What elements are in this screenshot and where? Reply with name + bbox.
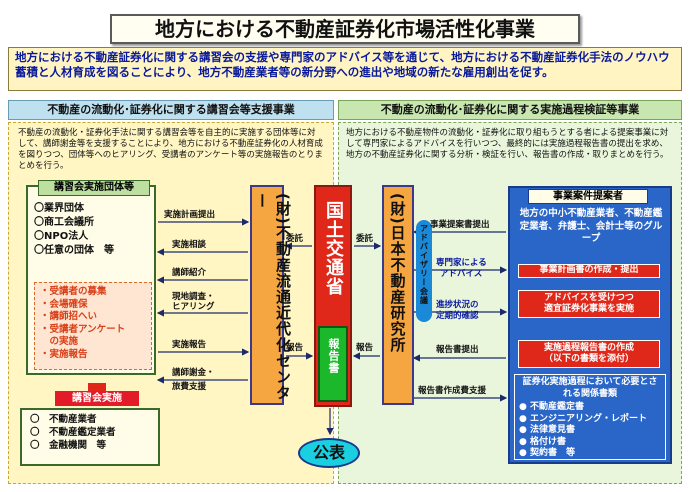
- report-document-label: 報告書: [327, 338, 340, 374]
- proposer-description: 地方の中小不動産業者、不動産鑑定業者、弁護士、会計士等のグループ: [519, 208, 663, 244]
- flow-label-plan: 実施計画提出: [164, 210, 216, 220]
- japan-real-estate-institute: (財)日本不動産研究所: [382, 185, 414, 405]
- flow-label-report-submit: 報告書提出: [436, 345, 479, 355]
- organization-list: 〇業界団体 〇商工会議所 〇NPO法人 〇任意の団体 等: [34, 202, 152, 258]
- org-item: 〇任意の団体 等: [34, 245, 114, 256]
- real-estate-distribution-center: (財)不動産流通近代化センター: [250, 185, 292, 405]
- training-organizations-title: 講習会実施団体等: [38, 180, 150, 196]
- flow-label-report: 実施報告: [172, 340, 207, 350]
- documents-title: 証券化実施過程において必要とされる関係書類: [522, 377, 658, 399]
- participant-item: 〇 金融機関 等: [30, 440, 107, 451]
- task-item: ・受講者アンケート: [40, 323, 126, 335]
- document-item: ● 法律意見書: [519, 425, 575, 435]
- advisory-council-label: アドバイザリー会議: [419, 224, 429, 305]
- step-implement-line1: アドバイスを受けつつ: [544, 293, 634, 303]
- step-plan-submit: 事業計画書の作成・提出: [518, 264, 660, 278]
- flow-label-check: 定期的確認: [436, 311, 479, 321]
- task-item: ・受講者の募集: [40, 286, 107, 297]
- required-documents-box: 証券化実施過程において必要とされる関係書類 ● 不動産鑑定書 ● エンジニアリン…: [514, 374, 666, 460]
- org-item: 〇業界団体: [34, 203, 84, 214]
- flow-label-hearing: ヒアリング: [172, 302, 215, 312]
- report-left-label: 報告: [286, 343, 304, 353]
- task-item: の実施: [40, 336, 79, 347]
- flow-label-proposal: 事業提案書提出: [430, 220, 490, 230]
- org-item: 〇商工会議所: [34, 217, 94, 228]
- left-description: 不動産の流動化・証券化手法に関する講習会等を自主的に実施する団体等に対して、講師…: [18, 128, 323, 171]
- flow-label-fee: 講師謝金・: [172, 368, 215, 378]
- flow-label-advice: アドバイス: [440, 269, 483, 279]
- advisory-council-box: アドバイザリー会議: [416, 220, 432, 322]
- organization-tasks-box: ・受講者の募集 ・会場確保 ・講師招へい ・受講者アンケート の実施 ・実施報告: [34, 282, 152, 370]
- flow-label-consult: 実施相談: [172, 240, 207, 250]
- institute-label: (財)日本不動産研究所: [388, 193, 407, 353]
- right-section-heading: 不動産の流動化･証券化に関する実施過程検証等事業: [338, 100, 682, 120]
- publication-oval: 公表: [298, 438, 360, 468]
- task-item: ・実施報告: [40, 348, 88, 360]
- step-report: 実施過程報告書の作成 （以下の書類を添付）: [518, 340, 660, 368]
- step-implement: アドバイスを受けつつ 適宜証券化事業を実施: [518, 290, 660, 318]
- page-title: 地方における不動産証券化市場活性化事業: [110, 14, 580, 44]
- document-item: ● 格付け書: [519, 436, 566, 447]
- document-item: ● エンジニアリング・レポート: [519, 413, 647, 424]
- flow-label-report-fee: 報告書作成費支援: [418, 386, 487, 396]
- document-item: ● 不動産鑑定書: [519, 402, 584, 412]
- left-section-heading: 不動産の流動化･証券化に関する講習会等支援事業: [8, 100, 334, 120]
- proposer-box: [508, 186, 672, 464]
- document-item: ● 契約書 等: [519, 448, 575, 458]
- itaku-right-label: 委託: [356, 234, 374, 244]
- flow-label-lecturer: 講師紹介: [172, 268, 207, 278]
- participant-item: 〇 不動産業者: [30, 414, 97, 425]
- participants-box: 〇 不動産業者 〇 不動産鑑定業者 〇 金融機関 等: [20, 408, 160, 466]
- step-report-line1: 実施過程報告書の作成: [543, 343, 634, 353]
- flow-label-expert: 専門家による: [436, 258, 487, 268]
- task-item: ・講師招へい: [40, 311, 98, 322]
- right-description: 地方における不動産物件の流動化・証券化に取り組もうとする者による提案事業に対して…: [346, 128, 669, 160]
- step-implement-line2: 適宜証券化事業を実施: [543, 304, 634, 314]
- center-org-label: (財)不動産流通近代化センター: [253, 193, 292, 401]
- ministry-label: 国土交通省: [323, 201, 344, 296]
- training-held-label: 講習会実施: [55, 391, 139, 406]
- flow-label-survey: 現地調査・: [172, 292, 215, 302]
- step-report-line2: （以下の書類を添付）: [543, 354, 634, 364]
- org-item: 〇NPO法人: [34, 231, 89, 242]
- proposer-title: 事業案件提案者: [528, 189, 648, 204]
- itaku-left-label: 委託: [286, 234, 304, 244]
- report-right-label: 報告: [356, 343, 374, 353]
- task-item: ・会場確保: [40, 298, 88, 310]
- flow-label-travel: 旅費支援: [172, 382, 207, 392]
- participant-item: 〇 不動産鑑定業者: [30, 427, 116, 438]
- report-document-box: 報告書: [318, 326, 348, 402]
- flow-label-progress: 進捗状況の: [436, 300, 479, 310]
- intro-text: 地方における不動産証券化に関する講習会の支援や専門家のアドバイス等を通じて、地方…: [8, 47, 682, 91]
